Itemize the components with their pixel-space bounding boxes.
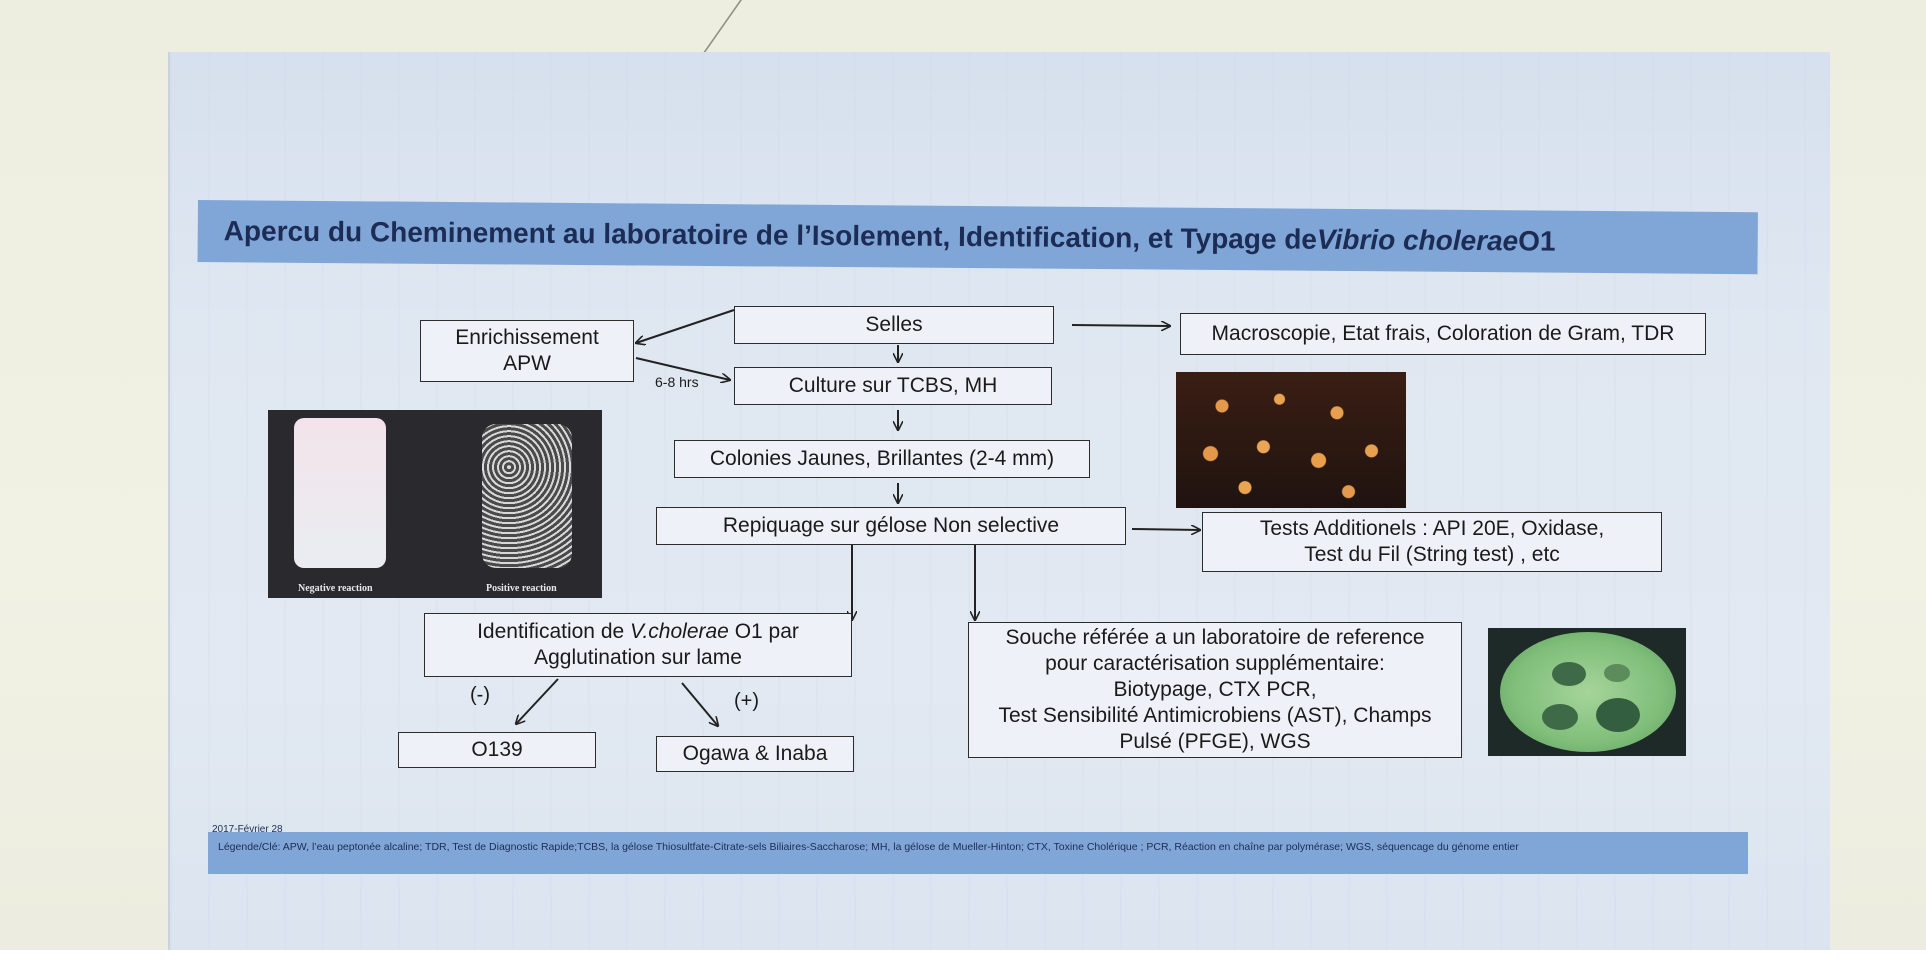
ogawa-text: Ogawa & Inaba <box>682 742 828 765</box>
negative-reaction-label: Negative reaction <box>298 583 373 594</box>
culture-text: Culture sur TCBS, MH <box>788 374 998 397</box>
ast-plate-photo <box>1488 628 1686 756</box>
time-label: 6-8 hrs <box>655 374 699 390</box>
tests-line1: Tests Additionels : API 20E, Oxidase, <box>1259 517 1605 540</box>
identification-line1: Identification de V.cholerae O1 par <box>477 619 799 645</box>
inhibition-zone-2 <box>1604 664 1630 682</box>
title-main: Apercu du Cheminement au laboratoire de … <box>223 215 1318 255</box>
legend-text: Légende/Clé: APW, l’eau peptonée alcalin… <box>218 841 1519 853</box>
tcbs-colonies-photo <box>1176 372 1406 508</box>
souche-line1: Souche référée a un laboratoire de refer… <box>1005 626 1425 649</box>
identification-pre: Identification de <box>477 620 631 643</box>
souche-line5: Pulsé (PFGE), WGS <box>1119 730 1311 753</box>
identification-post: O1 par <box>728 620 799 643</box>
o139-text: O139 <box>471 738 523 761</box>
box-souche: Souche référée a un laboratoire de refer… <box>968 622 1462 758</box>
selles-text: Selles <box>865 313 923 336</box>
box-ogawa-inaba: Ogawa & Inaba <box>656 736 854 772</box>
souche-line2: pour caractérisation supplémentaire: <box>1045 652 1385 675</box>
box-repiquage: Repiquage sur gélose Non selective <box>656 507 1126 545</box>
title-suffix: O1 <box>1518 225 1556 257</box>
repiquage-text: Repiquage sur gélose Non selective <box>722 514 1060 537</box>
positive-slide-image <box>482 424 572 568</box>
petri-dish-image <box>1500 632 1676 752</box>
agglutination-caption: Negative reaction Positive reaction <box>268 582 602 598</box>
identification-line2: Agglutination sur lame <box>534 646 742 669</box>
positive-label: (+) <box>734 690 759 712</box>
box-macroscopie: Macroscopie, Etat frais, Coloration de G… <box>1180 313 1706 355</box>
agglutination-photo <box>268 410 602 582</box>
box-selles: Selles <box>734 306 1054 344</box>
positive-reaction-label: Positive reaction <box>486 583 557 594</box>
souche-line4: Test Sensibilité Antimicrobiens (AST), C… <box>998 704 1432 727</box>
colonies-text: Colonies Jaunes, Brillantes (2-4 mm) <box>709 447 1055 470</box>
tests-line2: Test du Fil (String test) , etc <box>1304 543 1560 566</box>
box-identification: Identification de V.cholerae O1 par Aggl… <box>424 613 852 677</box>
box-colonies: Colonies Jaunes, Brillantes (2-4 mm) <box>674 440 1090 478</box>
macroscopie-text: Macroscopie, Etat frais, Coloration de G… <box>1211 322 1675 345</box>
negative-label: (-) <box>470 684 490 706</box>
negative-slide-image <box>294 418 386 568</box>
enrichissement-line2: APW <box>503 352 551 375</box>
enrichissement-line1: Enrichissement <box>455 326 599 349</box>
box-tests-additionels: Tests Additionels : API 20E, Oxidase, Te… <box>1202 512 1662 572</box>
inhibition-zone-1 <box>1552 662 1586 686</box>
identification-species: V.cholerae <box>630 620 729 643</box>
box-enrichissement: Enrichissement APW <box>420 320 634 382</box>
poster-date: 2017-Février 28 <box>212 824 283 835</box>
legend-bar: Légende/Clé: APW, l’eau peptonée alcalin… <box>208 832 1748 874</box>
inhibition-zone-4 <box>1596 698 1640 732</box>
title-species: Vibrio cholerae <box>1316 223 1519 257</box>
souche-line3: Biotypage, CTX PCR, <box>1113 678 1317 701</box>
poster-title: Apercu du Cheminement au laboratoire de … <box>197 200 1758 275</box>
box-o139: O139 <box>398 732 596 768</box>
inhibition-zone-3 <box>1542 704 1578 730</box>
box-culture: Culture sur TCBS, MH <box>734 367 1052 405</box>
